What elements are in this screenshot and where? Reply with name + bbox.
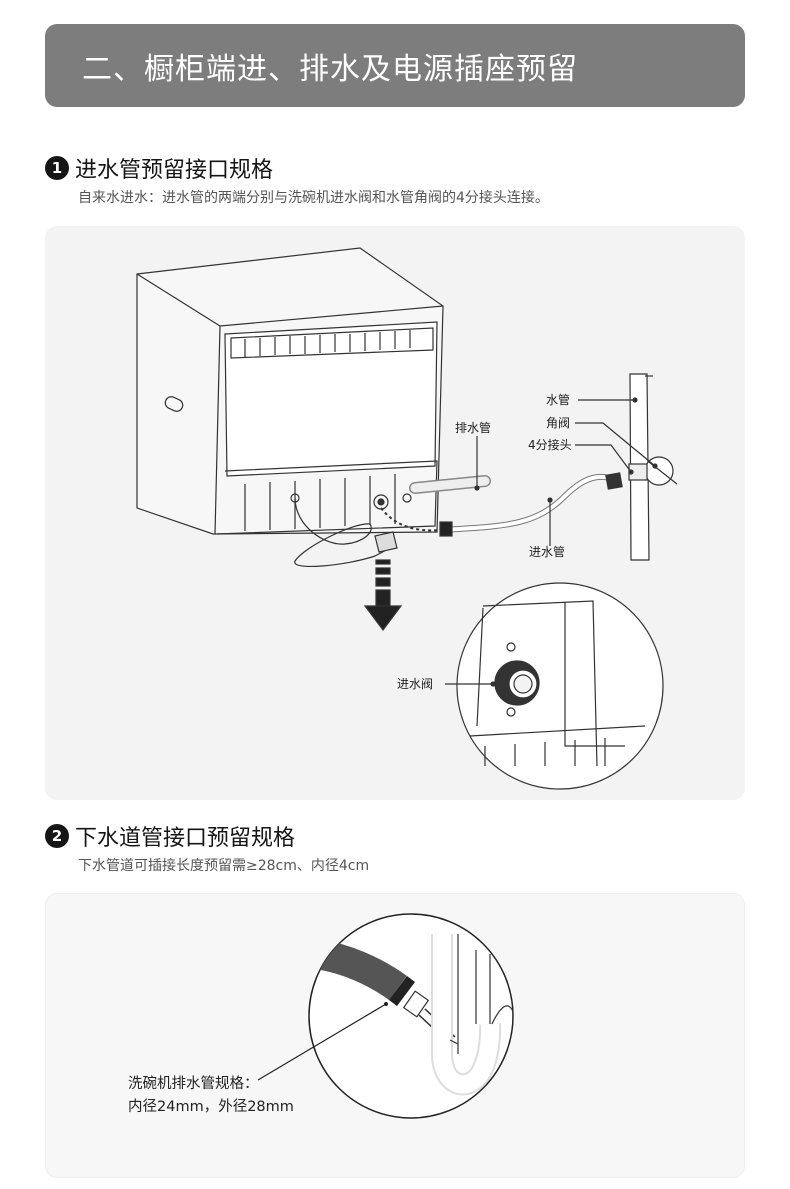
- section-2-number-badge: 2: [45, 824, 69, 848]
- section-1-description: 自来水进水：进水管的两端分别与洗碗机进水阀和水管角阀的4分接头连接。: [78, 190, 549, 206]
- drain-illustration-panel: 洗碗机排水管规格： 内径24mm，外径28mm: [45, 893, 745, 1178]
- inlet-valve-label: 进水阀: [397, 677, 433, 691]
- drain-hose-label: 排水管: [455, 420, 491, 435]
- drain-pipe-illustration: 洗碗机排水管规格： 内径24mm，外径28mm: [128, 913, 514, 1119]
- dishwasher-inlet-illustration: 水管 角阀 4分接头 排水管 进水管 进水阀: [136, 247, 678, 790]
- water-pipe-label: 水管: [546, 392, 570, 407]
- drain-spec-value: 内径24mm，外径28mm: [128, 1098, 294, 1115]
- section-2-description: 下水管道可插接长度预留需≥28cm、内径4cm: [78, 858, 370, 874]
- section-1-heading: 1 进水管预留接口规格: [45, 152, 273, 184]
- angle-valve-label: 角阀: [546, 416, 570, 430]
- drain-spec-title: 洗碗机排水管规格：: [128, 1075, 259, 1092]
- section-banner: 二、橱柜端进、排水及电源插座预留: [45, 24, 745, 107]
- inlet-illustration-panel: 水管 角阀 4分接头 排水管 进水管 进水阀: [45, 226, 745, 800]
- banner-title: 二、橱柜端进、排水及电源插座预留: [82, 51, 578, 87]
- section-1-number-badge: 1: [45, 156, 69, 180]
- section-1-title: 进水管预留接口规格: [75, 158, 274, 183]
- inlet-hose-label: 进水管: [529, 544, 565, 559]
- section-2-heading: 2 下水道管接口预留规格: [45, 820, 295, 852]
- connector-label: 4分接头: [528, 437, 572, 452]
- section-2-title: 下水道管接口预留规格: [75, 826, 296, 851]
